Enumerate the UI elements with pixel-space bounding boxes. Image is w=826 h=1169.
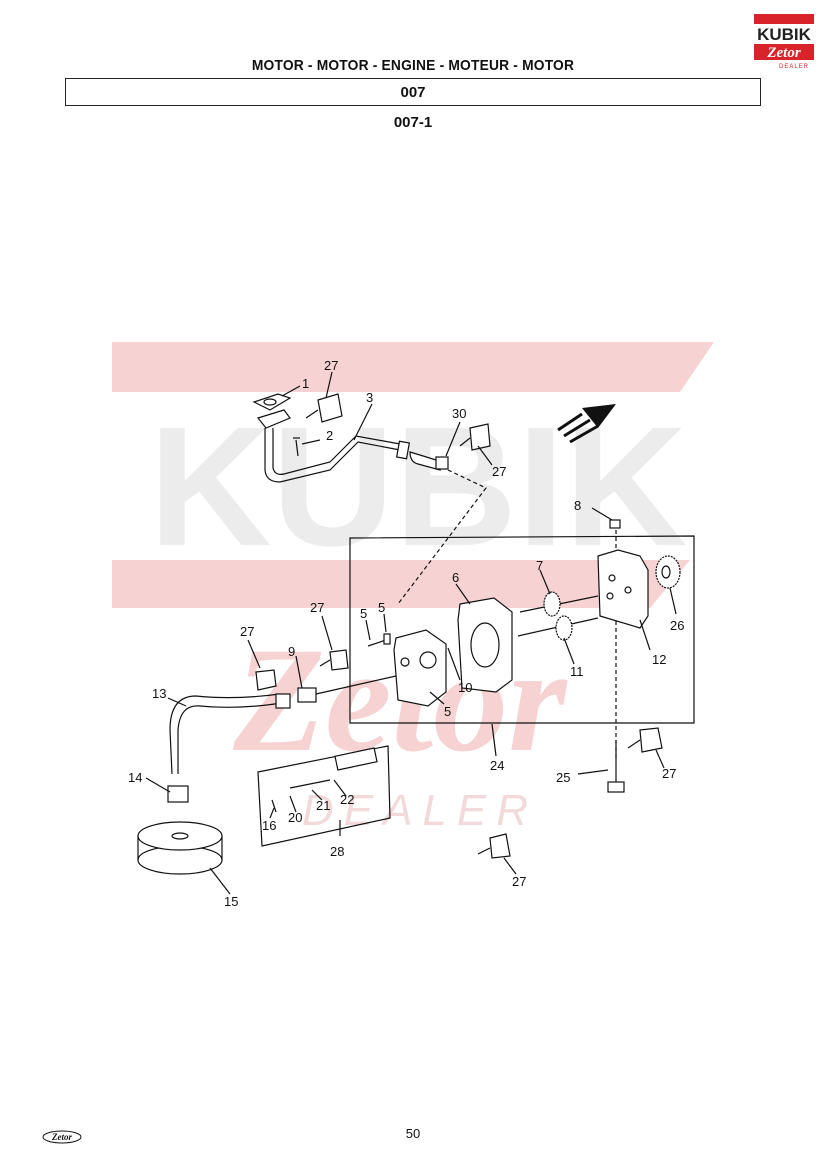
logo-tag: DEALER xyxy=(779,64,809,70)
callout-22: 20 xyxy=(288,810,302,825)
callout-25: 24 xyxy=(490,758,504,773)
callout-14: 12 xyxy=(652,652,666,667)
group-number-box: 007 xyxy=(65,78,761,106)
direction-arrow xyxy=(557,404,616,444)
footer-logo-text: Zetor xyxy=(51,1132,72,1142)
callout-11: 9 xyxy=(288,644,295,659)
callout-5: 5 xyxy=(360,606,367,621)
callout-28c: 27 xyxy=(310,600,324,615)
callout-26: 25 xyxy=(556,770,570,785)
callout-28a: 27 xyxy=(324,358,338,373)
callout-3: 3 xyxy=(366,390,373,405)
callout-9: 7 xyxy=(536,558,543,573)
callout-28d: 27 xyxy=(240,624,254,639)
sealant-tube xyxy=(255,393,663,859)
callout-27: 26 xyxy=(670,618,684,633)
callout-20: 15 xyxy=(224,894,238,909)
callout-30: 30 xyxy=(452,406,466,421)
callout-13: 11 xyxy=(570,664,584,679)
callout-28b: 27 xyxy=(492,464,506,479)
callout-23: 21 xyxy=(316,798,330,813)
callout-21: 16 xyxy=(262,818,276,833)
callout-6: 5 xyxy=(378,600,385,615)
callout-24: 22 xyxy=(340,792,354,807)
callout-12: 10 xyxy=(458,680,472,695)
callout-1: 1 xyxy=(302,376,309,391)
watermark-dealer: DEALER xyxy=(302,786,538,835)
callouts: 1 27 3 2 30 27 8 7 6 5 5 27 27 9 10 5 11… xyxy=(128,358,684,909)
callout-2: 2 xyxy=(326,428,333,443)
callout-8: 6 xyxy=(452,570,459,585)
callout-29: 28 xyxy=(330,844,344,859)
logo-brand: KUBIK xyxy=(757,25,812,44)
page-title: MOTOR - MOTOR - ENGINE - MOTEUR - MOTOR xyxy=(251,57,575,74)
callout-28e: 27 xyxy=(662,766,676,781)
group-number: 007 xyxy=(400,83,426,101)
page-number: 50 xyxy=(405,1126,421,1141)
logo-sub: Zetor xyxy=(766,45,800,61)
footer-zetor-logo: Zetor xyxy=(42,1130,82,1144)
callout-10: 8 xyxy=(574,498,581,513)
subgroup-number: 007-1 xyxy=(393,114,433,131)
callout-15: 13 xyxy=(152,686,166,701)
callout-16: 14 xyxy=(128,770,142,785)
callout-28f: 27 xyxy=(512,874,526,889)
callout-7: 5 xyxy=(444,704,451,719)
kubik-logo: KUBIK Zetor DEALER xyxy=(754,14,814,70)
